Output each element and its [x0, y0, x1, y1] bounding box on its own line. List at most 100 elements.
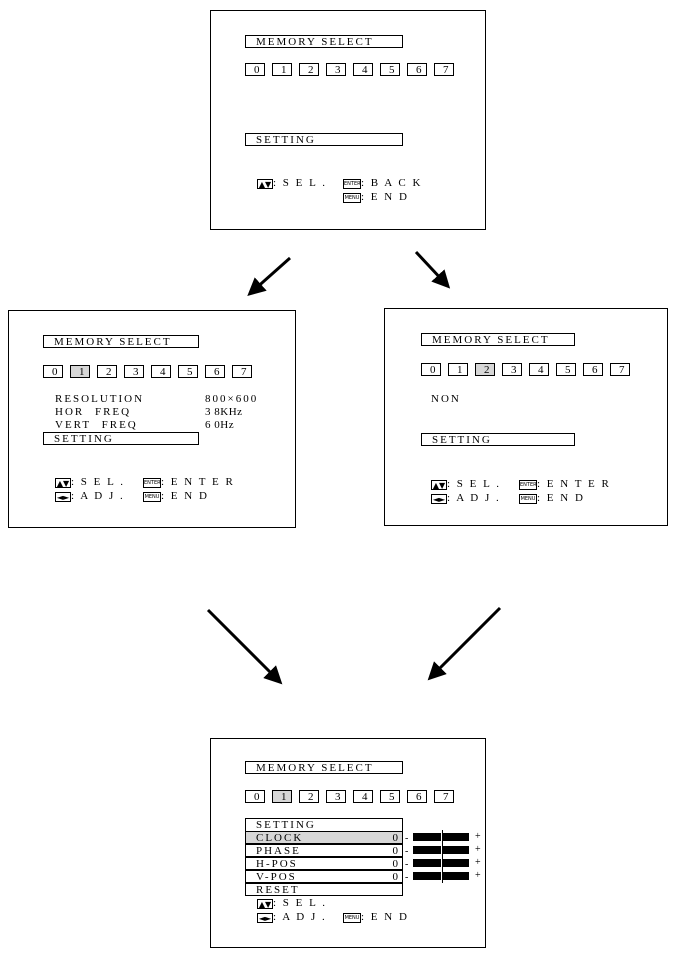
setting-bar: SETTING — [245, 133, 403, 146]
memory-slot-1[interactable]: 1 — [272, 790, 292, 803]
title-bar: MEMORY SELECT — [421, 333, 575, 346]
leftright-key-icon: ◄► — [55, 492, 71, 502]
memory-slot-5[interactable]: 5 — [380, 790, 400, 803]
memory-slot-number: 1 — [79, 366, 85, 378]
memory-slot-0[interactable]: 0 — [245, 63, 265, 76]
memory-slot-number: 5 — [187, 366, 193, 378]
arrow-to-left-screen — [247, 256, 291, 296]
memory-slot-7[interactable]: 7 — [610, 363, 630, 376]
sel-label: : S E L . — [71, 476, 125, 488]
end-label: : E N D — [161, 490, 209, 502]
memory-slot-2[interactable]: 2 — [299, 790, 319, 803]
end-label: : E N D — [361, 191, 409, 203]
adjust-row-hpos[interactable]: H-POS 0 — [245, 857, 403, 870]
memory-slot-5[interactable]: 5 — [178, 365, 198, 378]
adjust-row-label: H-POS — [256, 858, 298, 870]
memory-slot-2[interactable]: 2 — [299, 63, 319, 76]
memory-slot-7[interactable]: 7 — [434, 63, 454, 76]
memory-slot-0[interactable]: 0 — [43, 365, 63, 378]
memory-slot-number: 2 — [308, 64, 314, 76]
adjust-row-label: PHASE — [256, 845, 301, 857]
memory-slot-5[interactable]: 5 — [556, 363, 576, 376]
memory-slot-4[interactable]: 4 — [353, 63, 373, 76]
enter-key-icon: ENTER — [519, 480, 537, 490]
setting-label: SETTING — [432, 434, 492, 446]
reset-row[interactable]: RESET — [245, 883, 403, 896]
menu-key-icon: MENU — [143, 492, 161, 502]
back-label: : B A C K — [361, 177, 423, 189]
memory-slot-number: 2 — [308, 791, 314, 803]
leftright-key-icon: ◄► — [257, 913, 273, 923]
memory-slot-number: 7 — [619, 364, 625, 376]
memory-slot-number: 5 — [389, 791, 395, 803]
slider-plus: + — [475, 844, 481, 855]
memory-slot-1[interactable]: 1 — [272, 63, 292, 76]
memory-slot-2[interactable]: 2 — [97, 365, 117, 378]
memory-slot-3[interactable]: 3 — [502, 363, 522, 376]
slider-marker[interactable] — [441, 843, 443, 857]
vert-freq-label: VERT FREQ — [55, 419, 138, 431]
memory-slot-number: 3 — [511, 364, 517, 376]
adjust-row-vpos[interactable]: V-POS 0 — [245, 870, 403, 883]
memory-slot-3[interactable]: 3 — [124, 365, 144, 378]
slider-marker[interactable] — [441, 869, 443, 883]
memory-slot-4[interactable]: 4 — [151, 365, 171, 378]
setting-bar: SETTING — [43, 432, 199, 445]
memory-slot-number: 0 — [430, 364, 436, 376]
memory-slot-4[interactable]: 4 — [529, 363, 549, 376]
memory-slot-number: 4 — [362, 791, 368, 803]
adjust-row-phase[interactable]: PHASE 0 — [245, 844, 403, 857]
memory-slot-3[interactable]: 3 — [326, 790, 346, 803]
memory-slot-0[interactable]: 0 — [245, 790, 265, 803]
arrow-left-to-bottom — [206, 608, 283, 685]
memory-slot-number: 0 — [254, 791, 260, 803]
memory-slot-3[interactable]: 3 — [326, 63, 346, 76]
memory-slot-0[interactable]: 0 — [421, 363, 441, 376]
setting-label: SETTING — [256, 819, 316, 831]
memory-slot-6[interactable]: 6 — [407, 790, 427, 803]
slider-marker[interactable] — [441, 830, 443, 844]
reset-label: RESET — [256, 884, 300, 896]
memory-slot-1[interactable]: 1 — [70, 365, 90, 378]
adjust-row-value: 0 — [392, 858, 399, 870]
sel-label: : S E L . — [273, 177, 327, 189]
non-label: NON — [431, 393, 461, 405]
memory-slot-5[interactable]: 5 — [380, 63, 400, 76]
adjust-row-value: 0 — [392, 845, 399, 857]
setting-header: SETTING — [245, 818, 403, 831]
slider-marker[interactable] — [441, 856, 443, 870]
title-label: MEMORY SELECT — [54, 336, 172, 348]
memory-slot-number: 7 — [241, 366, 247, 378]
adjust-row-clock[interactable]: CLOCK 0 — [245, 831, 403, 844]
memory-slot-number: 5 — [389, 64, 395, 76]
enter-label: : E N T E R — [161, 476, 235, 488]
memory-slot-number: 4 — [538, 364, 544, 376]
memory-slot-number: 7 — [443, 791, 449, 803]
memory-slot-number: 4 — [362, 64, 368, 76]
adjust-row-label: CLOCK — [256, 832, 304, 844]
adjust-row-value: 0 — [392, 871, 399, 883]
slider-plus: + — [475, 870, 481, 881]
updown-key-icon: ▲▼ — [431, 480, 447, 490]
memory-slot-1[interactable]: 1 — [448, 363, 468, 376]
memory-slot-6[interactable]: 6 — [407, 63, 427, 76]
adj-label: : A D J . — [447, 492, 501, 504]
memory-slot-7[interactable]: 7 — [434, 790, 454, 803]
memory-slot-number: 4 — [160, 366, 166, 378]
slider-minus: - — [405, 846, 409, 857]
updown-key-icon: ▲▼ — [257, 899, 273, 909]
memory-slot-6[interactable]: 6 — [583, 363, 603, 376]
memory-slot-6[interactable]: 6 — [205, 365, 225, 378]
leftright-key-icon: ◄► — [431, 494, 447, 504]
updown-key-icon: ▲▼ — [257, 179, 273, 189]
end-label: : E N D — [361, 911, 409, 923]
memory-slot-4[interactable]: 4 — [353, 790, 373, 803]
hor-freq-label: HOR FREQ — [55, 406, 132, 418]
enter-key-icon: ENTER — [343, 179, 361, 189]
memory-slot-2[interactable]: 2 — [475, 363, 495, 376]
memory-slot-7[interactable]: 7 — [232, 365, 252, 378]
